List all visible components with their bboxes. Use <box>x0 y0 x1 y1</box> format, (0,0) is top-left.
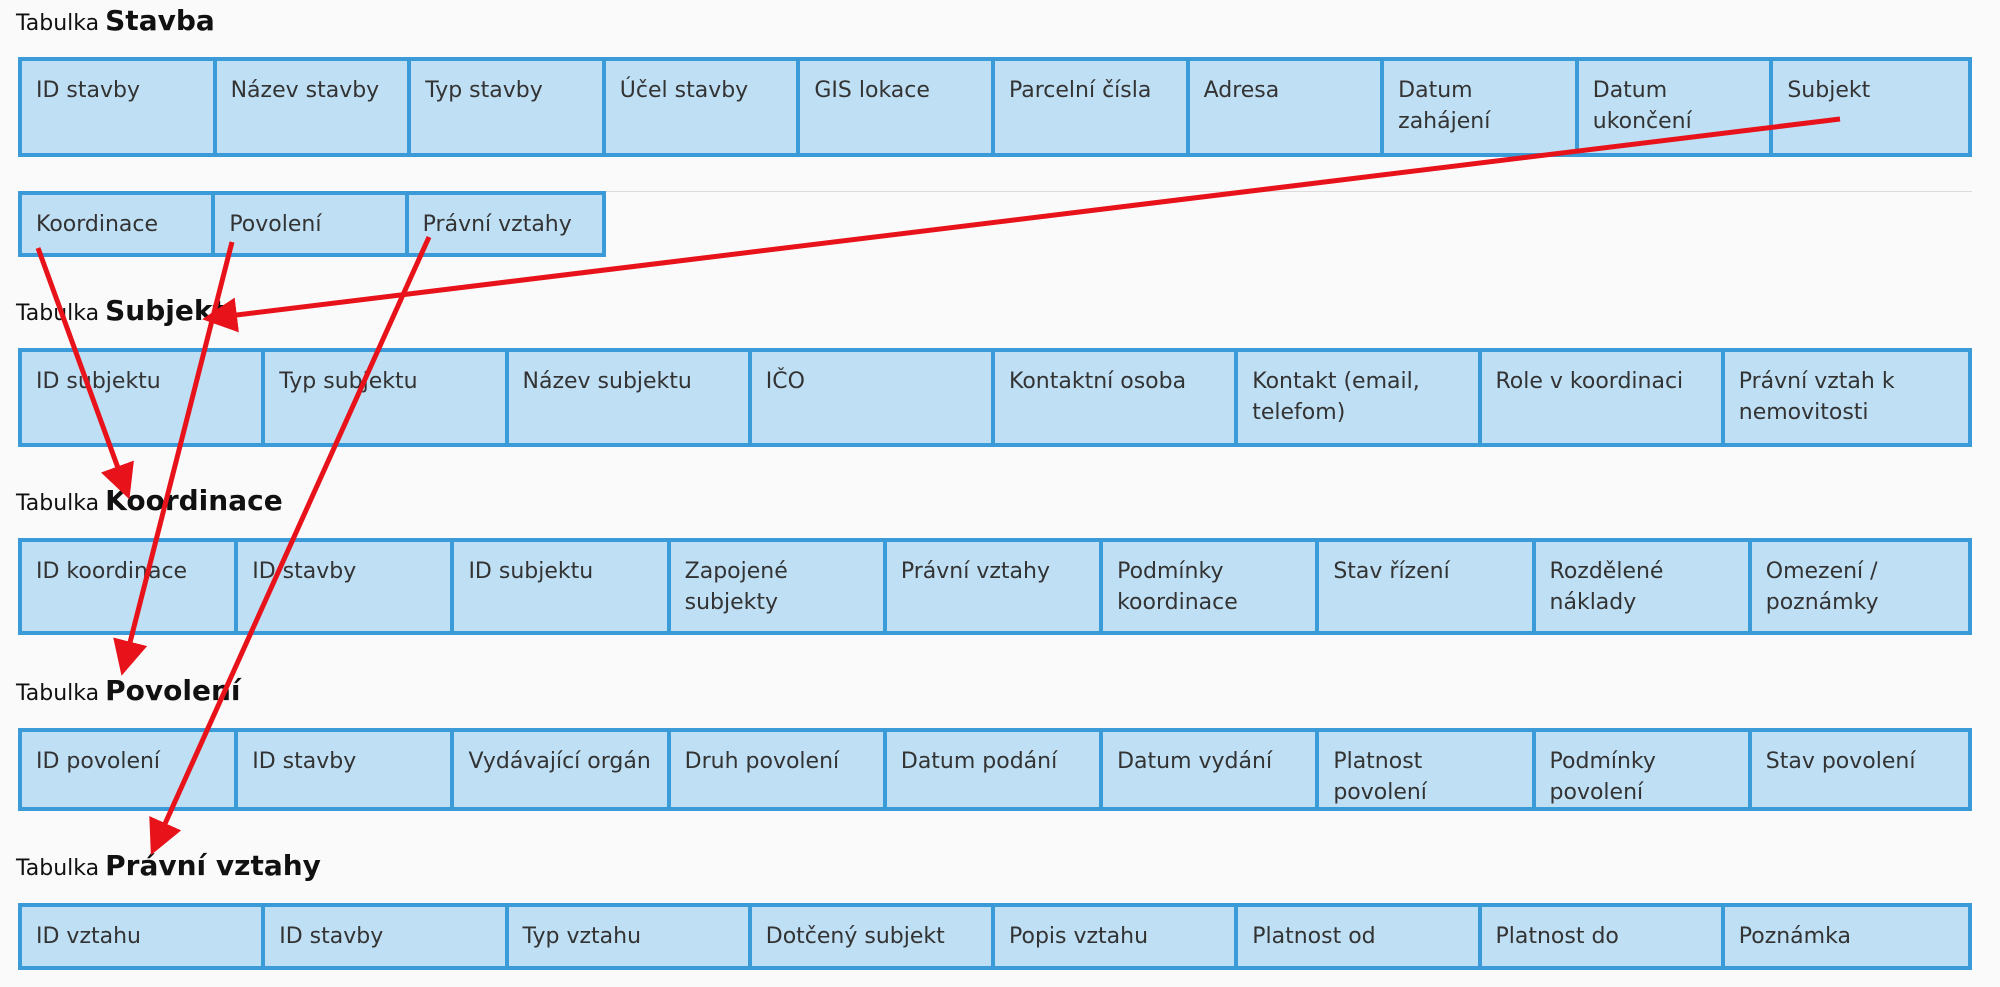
column-cell-id-stavby: ID stavby <box>238 732 455 807</box>
column-cell-vydavajici-organ: Vydávající orgán <box>454 732 671 807</box>
column-cell-nazev-stavby: Název stavby <box>216 61 412 153</box>
column-cell-pravni-vztahy: Právní vztahy <box>886 542 1104 631</box>
column-cell-ucel-stavby: Účel stavby <box>605 61 801 153</box>
column-cell-platnost-od: Platnost od <box>1238 907 1482 966</box>
table-title-prefix: Tabulka <box>16 301 100 326</box>
column-cell-stav-povoleni: Stav povolení <box>1751 732 1968 807</box>
column-cell-id-povoleni: ID povolení <box>22 732 239 807</box>
column-cell-datum-podani: Datum podání <box>886 732 1104 807</box>
column-cell-podminky-povoleni: Podmínky povolení <box>1535 732 1752 807</box>
column-cell-popis-vztahu: Popis vztahu <box>995 907 1239 966</box>
column-cell-platnost-povoleni: Platnost povolení <box>1319 732 1536 807</box>
column-cell-podminky-koordinace: Podmínky koordinace <box>1103 542 1320 631</box>
column-cell-rozdelene-naklady: Rozdělené náklady <box>1535 542 1752 631</box>
table-title-prefix: Tabulka <box>16 681 100 706</box>
column-cell-nazev-subjektu: Název subjektu <box>508 352 752 443</box>
column-cell-typ-subjektu: Typ subjektu <box>265 352 509 443</box>
column-cell-druh-povoleni: Druh povolení <box>670 732 887 807</box>
column-cell-id-stavby: ID stavby <box>238 542 455 631</box>
column-cell-typ-vztahu: Typ vztahu <box>508 907 752 966</box>
column-cell-pravni-vztah-k-nemovitosti: Právní vztah k nemovitosti <box>1724 352 1968 443</box>
column-cell-id-stavby: ID stavby <box>265 907 509 966</box>
column-cell-id-koordinace: ID koordinace <box>22 542 239 631</box>
table-title-name: Subjekt <box>105 294 226 327</box>
column-cell-id-subjektu: ID subjektu <box>454 542 671 631</box>
column-cell-povoleni: Povolení <box>215 195 409 253</box>
column-cell-poznamka: Poznámka <box>1724 907 1968 966</box>
column-cell-omezeni-poznamky: Omezení / poznámky <box>1751 542 1968 631</box>
column-cell-id-vztahu: ID vztahu <box>22 907 266 966</box>
column-cell-datum-ukonceni: Datum ukončení <box>1578 61 1774 153</box>
table-title-name: Koordinace <box>105 484 283 517</box>
column-cell-id-subjektu: ID subjektu <box>22 352 266 443</box>
column-cell-stav-rizeni: Stav řízení <box>1319 542 1536 631</box>
table-title-prefix: Tabulka <box>16 856 100 881</box>
column-cell-role-v-koordinaci: Role v koordinaci <box>1481 352 1725 443</box>
column-cell-platnost-do: Platnost do <box>1481 907 1725 966</box>
column-cell-koordinace: Koordinace <box>22 195 216 253</box>
table-title-name: Stavba <box>105 4 215 37</box>
column-cell-ico: IČO <box>751 352 995 443</box>
column-cell-kontaktni-osoba: Kontaktní osoba <box>995 352 1239 443</box>
table-title-prefix: Tabulka <box>16 11 100 36</box>
table-title-name: Povolení <box>105 674 241 707</box>
table-title-name: Právní vztahy <box>105 849 321 882</box>
table-title-prefix: Tabulka <box>16 491 100 516</box>
column-cell-kontakt-email-telefom: Kontakt (email, telefom) <box>1238 352 1482 443</box>
column-cell-pravni-vztahy: Právní vztahy <box>408 195 602 253</box>
column-cell-datum-zahajeni: Datum zahájení <box>1384 61 1579 153</box>
column-cell-typ-stavby: Typ stavby <box>411 61 606 153</box>
column-cell-datum-vydani: Datum vydání <box>1103 732 1320 807</box>
column-cell-parcelni-cisla: Parcelní čísla <box>994 61 1190 153</box>
column-cell-zapojene-subjekty: Zapojené subjekty <box>670 542 887 631</box>
column-cell-subjekt: Subjekt <box>1773 61 1968 153</box>
column-cell-adresa: Adresa <box>1189 61 1385 153</box>
column-cell-gis-lokace: GIS lokace <box>800 61 995 153</box>
column-cell-id-stavby: ID stavby <box>22 61 217 153</box>
column-cell-dotceny-subjekt: Dotčený subjekt <box>751 907 995 966</box>
